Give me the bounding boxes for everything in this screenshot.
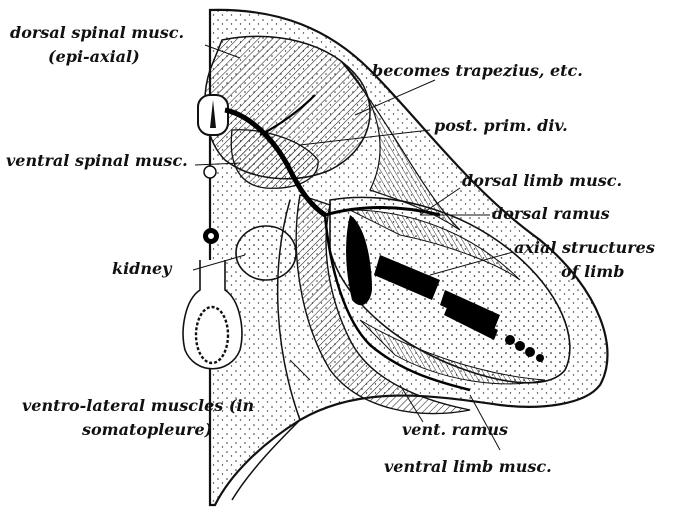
label-dorsal-limb-musc: dorsal limb musc.	[462, 172, 622, 190]
notochord	[204, 166, 216, 178]
label-ventral-limb-musc: ventral limb musc.	[384, 458, 552, 476]
label-post-prim-div: post. prim. div.	[434, 117, 568, 135]
label-epi-axial: (epi-axial)	[48, 48, 140, 66]
label-dorsal-ramus: dorsal ramus	[492, 205, 610, 223]
label-axial-structures: axial structures	[514, 239, 655, 257]
label-somatopleure: somatopleure)	[82, 421, 212, 439]
label-ventral-spinal-musc: ventral spinal musc.	[6, 152, 188, 170]
label-kidney: kidney	[112, 260, 171, 278]
label-ventro-lateral-muscles: ventro-lateral muscles (in	[22, 397, 254, 415]
label-dorsal-spinal-musc: dorsal spinal musc.	[10, 24, 184, 42]
gut-lumen	[196, 307, 228, 363]
label-of-limb: of limb	[561, 263, 624, 281]
label-becomes-trapezius: becomes trapezius, etc.	[372, 62, 583, 80]
label-vent-ramus: vent. ramus	[402, 421, 508, 439]
kidney-shape	[236, 226, 296, 280]
